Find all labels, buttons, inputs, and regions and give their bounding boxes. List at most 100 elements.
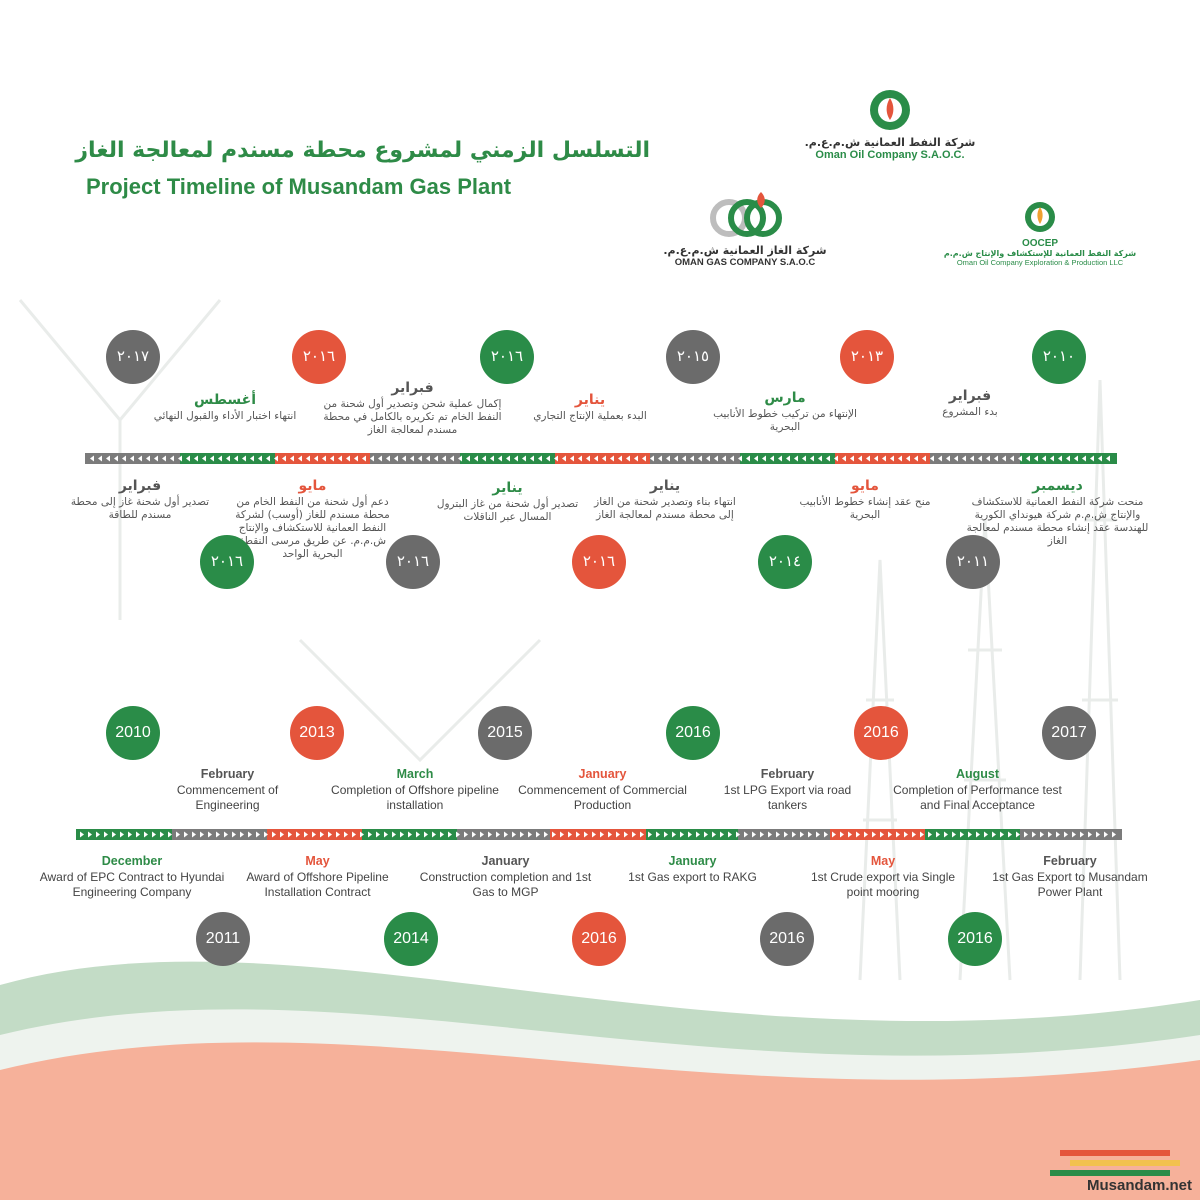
timeline-chevron-icon <box>400 831 404 838</box>
timeline-chevron-icon <box>640 831 644 838</box>
oocep-logo: OOCEP شركة النفط العمانية للإستكشاف والإ… <box>940 200 1140 267</box>
oman-oil-emblem-icon <box>870 90 910 130</box>
timeline-chevron-icon <box>178 455 182 462</box>
timeline-chevron-icon <box>170 455 174 462</box>
timeline-chevron-icon <box>680 831 684 838</box>
timeline-chevron-icon <box>450 455 454 462</box>
timeline-chevron-icon <box>1010 455 1014 462</box>
ar-event-label: يناير انتهاء بناء وتصدير شحنة من الغاز إ… <box>590 478 740 522</box>
year-badge: 2013 <box>290 706 344 760</box>
timeline-chevron-icon <box>874 455 878 462</box>
ar-event-month: يناير <box>574 392 606 408</box>
timeline-chevron-icon <box>776 831 780 838</box>
timeline-chevron-icon <box>258 455 262 462</box>
event-desc: 1st Crude export via Single point moorin… <box>810 869 956 899</box>
timeline-chevron-icon <box>762 455 766 462</box>
timeline-chevron-icon <box>1098 455 1102 462</box>
timeline-chevron-icon <box>120 831 124 838</box>
event-label: February 1st Gas Export to Musandam Powe… <box>985 854 1155 900</box>
timeline-chevron-icon <box>106 455 110 462</box>
timeline-chevron-icon <box>392 831 396 838</box>
timeline-chevron-icon <box>736 831 740 838</box>
timeline-chevron-icon <box>80 831 84 838</box>
timeline-chevron-icon <box>864 831 868 838</box>
timeline-chevron-icon <box>288 831 292 838</box>
ar-year-badge: ٢٠١٦ <box>292 330 346 384</box>
timeline-chevron-icon <box>232 831 236 838</box>
timeline-chevron-icon <box>464 831 468 838</box>
timeline-chevron-icon <box>704 831 708 838</box>
timeline-chevron-icon <box>104 831 108 838</box>
year-badge: 2016 <box>572 912 626 966</box>
timeline-chevron-icon <box>160 831 164 838</box>
timeline-chevron-icon <box>906 455 910 462</box>
ar-year-badge: ٢٠١٦ <box>480 330 534 384</box>
ar-year-badge: ٢٠١١ <box>946 535 1000 589</box>
timeline-chevron-icon <box>608 831 612 838</box>
timeline-chevron-icon <box>416 831 420 838</box>
ar-event-label: فبراير تصدير أول شحنة غاز إلى محطة مسندم… <box>60 478 220 522</box>
event-label: March Completion of Offshore pipeline in… <box>325 767 505 813</box>
timeline-chevron-icon <box>456 831 460 838</box>
ar-event-month: يناير <box>649 478 681 494</box>
event-month: January <box>668 854 717 868</box>
timeline-chevron-icon <box>578 455 582 462</box>
event-month: May <box>305 854 330 868</box>
timeline-chevron-icon <box>1034 455 1038 462</box>
timeline-chevron-icon <box>88 831 92 838</box>
year-badge: 2011 <box>196 912 250 966</box>
year-badge: 2014 <box>384 912 438 966</box>
timeline-chevron-icon <box>218 455 222 462</box>
timeline-chevron-icon <box>512 831 516 838</box>
timeline-chevron-icon <box>552 831 556 838</box>
ar-year-badge: ٢٠١٧ <box>106 330 160 384</box>
timeline-chevron-icon <box>528 831 532 838</box>
oman-oil-name-en: Oman Oil Company S.A.O.C. <box>815 149 965 161</box>
timeline-chevron-icon <box>466 455 470 462</box>
timeline-chevron-icon <box>242 455 246 462</box>
timeline-chevron-icon <box>418 455 422 462</box>
timeline-chevron-icon <box>912 831 916 838</box>
ar-event-month: مارس <box>764 390 806 406</box>
timeline-chevron-icon <box>898 455 902 462</box>
ar-event-label: مايو دعم أول شحنة من النفط الخام من محطة… <box>225 478 400 561</box>
timeline-chevron-icon <box>226 455 230 462</box>
timeline-chevron-icon <box>986 455 990 462</box>
timeline-chevron-icon <box>952 831 956 838</box>
event-month: January <box>578 767 627 781</box>
timeline-chevron-icon <box>128 831 132 838</box>
timeline-chevron-icon <box>234 455 238 462</box>
timeline-chevron-icon <box>394 455 398 462</box>
timeline-chevron-icon <box>1032 831 1036 838</box>
timeline-chevron-icon <box>402 455 406 462</box>
timeline-chevron-icon <box>378 455 382 462</box>
ar-year-badge: ٢٠١٦ <box>572 535 626 589</box>
timeline-chevron-icon <box>248 831 252 838</box>
year-badge: 2015 <box>478 706 532 760</box>
oman-gas-emblem-icon <box>710 192 782 237</box>
event-label: January Construction completion and 1st … <box>418 854 593 900</box>
timeline-chevron-icon <box>514 455 518 462</box>
ar-event-desc: إكمال عملية شحن وتصدير أول شحنة من النفط… <box>323 397 502 436</box>
timeline-chevron-icon <box>520 831 524 838</box>
ar-event-desc: انتهاء بناء وتصدير شحنة من الغاز إلى محط… <box>594 495 736 521</box>
timeline-chevron-icon <box>832 831 836 838</box>
timeline-chevron-icon <box>682 455 686 462</box>
timeline-chevron-icon <box>184 831 188 838</box>
timeline-chevron-icon <box>992 831 996 838</box>
ar-event-month: يناير <box>492 480 523 496</box>
timeline-chevron-icon <box>338 455 342 462</box>
timeline-chevron-icon <box>960 831 964 838</box>
event-month: May <box>870 854 896 868</box>
timeline-chevron-icon <box>440 831 444 838</box>
timeline-chevron-icon <box>568 831 572 838</box>
timeline-chevron-icon <box>312 831 316 838</box>
timeline-chevron-icon <box>114 455 118 462</box>
ar-event-desc: الإنتهاء من تركيب خطوط الأنابيب البحرية <box>713 407 857 433</box>
timeline-chevron-icon <box>306 455 310 462</box>
event-desc: Commencement of Commercial Production <box>518 782 687 812</box>
timeline-chevron-icon <box>818 455 822 462</box>
event-label: January 1st Gas export to RAKG <box>610 854 775 885</box>
ar-event-label: يناير تصدير أول شحنة من غاز البترول المس… <box>425 480 590 524</box>
timeline-chevron-icon <box>842 455 846 462</box>
